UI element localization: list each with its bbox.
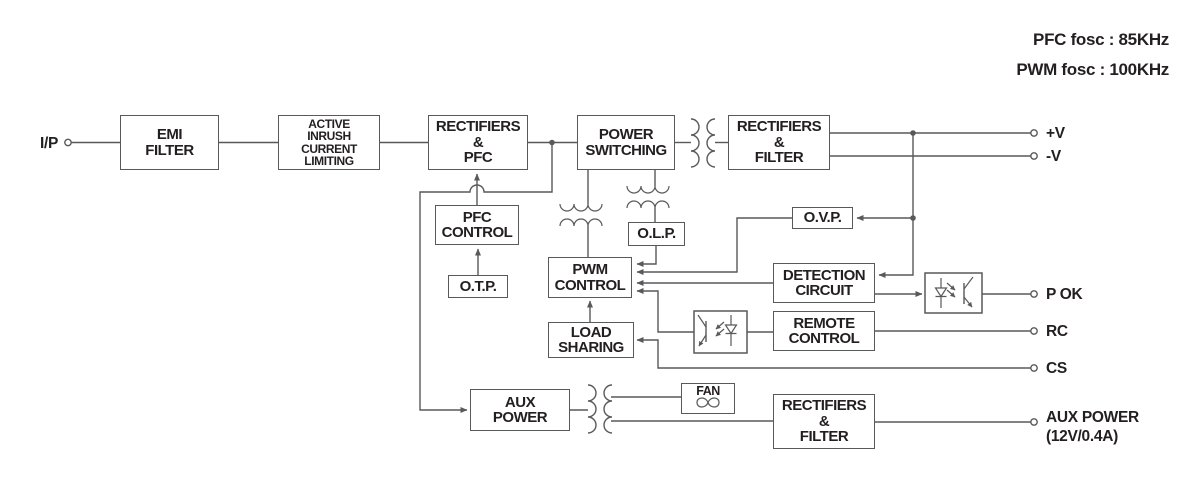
terminal-circle-icon-rc — [1030, 327, 1038, 335]
transformer-coil-icon-aux-secondary — [603, 384, 613, 434]
led-leads — [935, 278, 947, 308]
transformer-coil-icon-aux-primary — [587, 384, 597, 434]
terminal-label-cs: CS — [1046, 360, 1067, 377]
wire-optocoupler-to-pwm — [636, 288, 694, 333]
block-active-inrush-current-limiting: ACTIVE INRUSH CURRENT LIMITING — [278, 115, 380, 170]
wire-sense-to-detection — [878, 133, 914, 278]
block-rectifiers-filter: RECTIFIERS & FILTER — [728, 115, 830, 170]
light-arrow — [715, 328, 725, 337]
terminal-label-rc: RC — [1046, 323, 1068, 340]
junction-dot-icon — [549, 139, 555, 146]
phototransistor-collector — [697, 314, 707, 328]
led-triangle — [724, 324, 738, 335]
terminal-label-v-plus: +V — [1046, 125, 1065, 142]
phototransistor-emitter — [963, 296, 973, 308]
junction-dot-icon — [910, 130, 916, 136]
light-arrow — [715, 321, 725, 330]
terminal-circle-icon-aux — [1030, 418, 1038, 426]
block-aux-power: AUX POWER — [470, 389, 570, 431]
phototransistor-emitter — [698, 334, 707, 347]
block-load-sharing: LOAD SHARING — [548, 322, 634, 358]
block-rectifiers-filter-aux: RECTIFIERS & FILTER — [773, 394, 875, 449]
current-transformer-coil-icon-bottom — [559, 218, 603, 227]
terminal-circle-icon-cs — [1030, 364, 1038, 372]
block-pfc-control: PFC CONTROL — [435, 205, 519, 245]
optocoupler-box — [693, 310, 748, 354]
block-otp: O.T.P. — [448, 275, 508, 298]
block-rectifiers-pfc: RECTIFIERS & PFC — [428, 115, 528, 170]
terminal-circle-icon-v-minus — [1030, 152, 1038, 160]
optocoupler-icon — [693, 310, 748, 354]
current-transformer-coil-icon-top — [626, 185, 670, 194]
terminal-label-input: I/P — [39, 135, 58, 152]
terminal-label-v-minus: -V — [1046, 148, 1061, 165]
transformer-coil-icon-primary — [690, 118, 700, 168]
led-triangle — [934, 287, 948, 298]
terminal-circle-icon-p-ok — [1030, 290, 1038, 298]
block-pwm-control: PWM CONTROL — [548, 257, 632, 298]
annotation-pwm-fosc: PWM fosc : 100KHz — [1016, 60, 1169, 79]
annotation-pfc-fosc: PFC fosc : 85KHz — [1033, 30, 1169, 49]
block-remote-control: REMOTE CONTROL — [773, 311, 875, 351]
block-ovp: O.V.P. — [792, 207, 853, 229]
optocoupler-box — [924, 272, 983, 314]
optocoupler-icon — [924, 272, 983, 314]
junction-dot-icon — [910, 215, 916, 221]
terminal-circle-icon-v-plus — [1030, 129, 1038, 137]
terminal-circle-icon-input — [64, 138, 72, 147]
terminal-label-p-ok: P OK — [1046, 286, 1083, 303]
wire-olp-to-pwm — [636, 246, 657, 267]
led-leads — [725, 315, 737, 346]
terminal-label-aux-power: AUX POWER (12V/0.4A) — [1046, 409, 1139, 445]
light-arrow — [946, 282, 956, 291]
block-emi-filter: EMI FILTER — [120, 115, 219, 170]
current-transformer-coil-icon-top — [559, 203, 603, 212]
transformer-coil-icon-secondary — [706, 118, 716, 168]
current-transformer-coil-icon-bottom — [626, 200, 670, 209]
block-power-switching: POWER SWITCHING — [577, 115, 675, 170]
block-detection-circuit: DETECTION CIRCUIT — [773, 263, 875, 303]
block-olp: O.L.P. — [628, 222, 685, 246]
block-fan: FAN — [681, 383, 735, 414]
light-arrow — [946, 289, 956, 298]
phototransistor-collector — [963, 276, 974, 290]
